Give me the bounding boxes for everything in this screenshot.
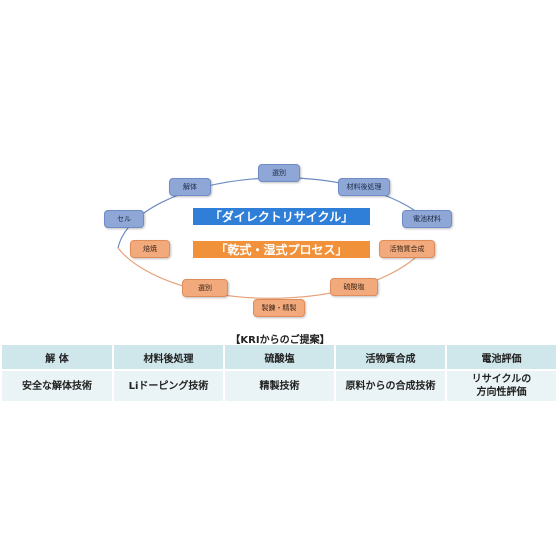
loop-lower-arc (117, 239, 431, 299)
proposal-tech-row: 安全な解体技術 Liドーピング技術 精製技術 原料からの合成技術 リサイクルの … (2, 369, 558, 401)
node-sort-bottom: 選別 (182, 279, 228, 297)
node-sort-top: 選別 (258, 164, 300, 182)
cell-synthesis: 原料からの合成技術 (335, 369, 447, 401)
proposal-header-row: 解 体 材料後処理 硫酸塩 活物質合成 電池評価 (2, 345, 558, 370)
cell-li-doping: Liドーピング技術 (113, 369, 225, 401)
node-material-post-processing: 材料後処理 (338, 178, 390, 196)
header-sulfate: 硫酸塩 (224, 345, 336, 370)
cell-recycle-direction: リサイクルの 方向性評価 (446, 369, 558, 401)
cell-safe-disassembly: 安全な解体技術 (2, 369, 114, 401)
node-cell: セル (104, 210, 144, 228)
header-active-synthesis: 活物質合成 (335, 345, 447, 370)
node-active-synthesis: 活物質合成 (379, 240, 435, 258)
banner-dry-wet-process: 「乾式・湿式プロセス」 (193, 241, 370, 258)
node-disassembly: 解体 (169, 178, 211, 196)
banner-direct-recycle: 「ダイレクトリサイクル」 (193, 208, 370, 225)
node-smelt-refine: 製錬・精製 (253, 299, 305, 317)
header-disassembly: 解 体 (2, 345, 114, 370)
header-material-post-processing: 材料後処理 (113, 345, 225, 370)
proposal-table: 解 体 材料後処理 硫酸塩 活物質合成 電池評価 安全な解体技術 Liドーピング… (2, 345, 558, 401)
header-battery-evaluation: 電池評価 (446, 345, 558, 370)
proposal-title: 【KRIからのご提案】 (230, 335, 330, 346)
cell-refining: 精製技術 (224, 369, 336, 401)
node-battery-material: 電池材料 (402, 210, 452, 228)
node-sulfate: 硫酸塩 (330, 278, 378, 296)
node-roast: 焙焼 (130, 240, 170, 258)
